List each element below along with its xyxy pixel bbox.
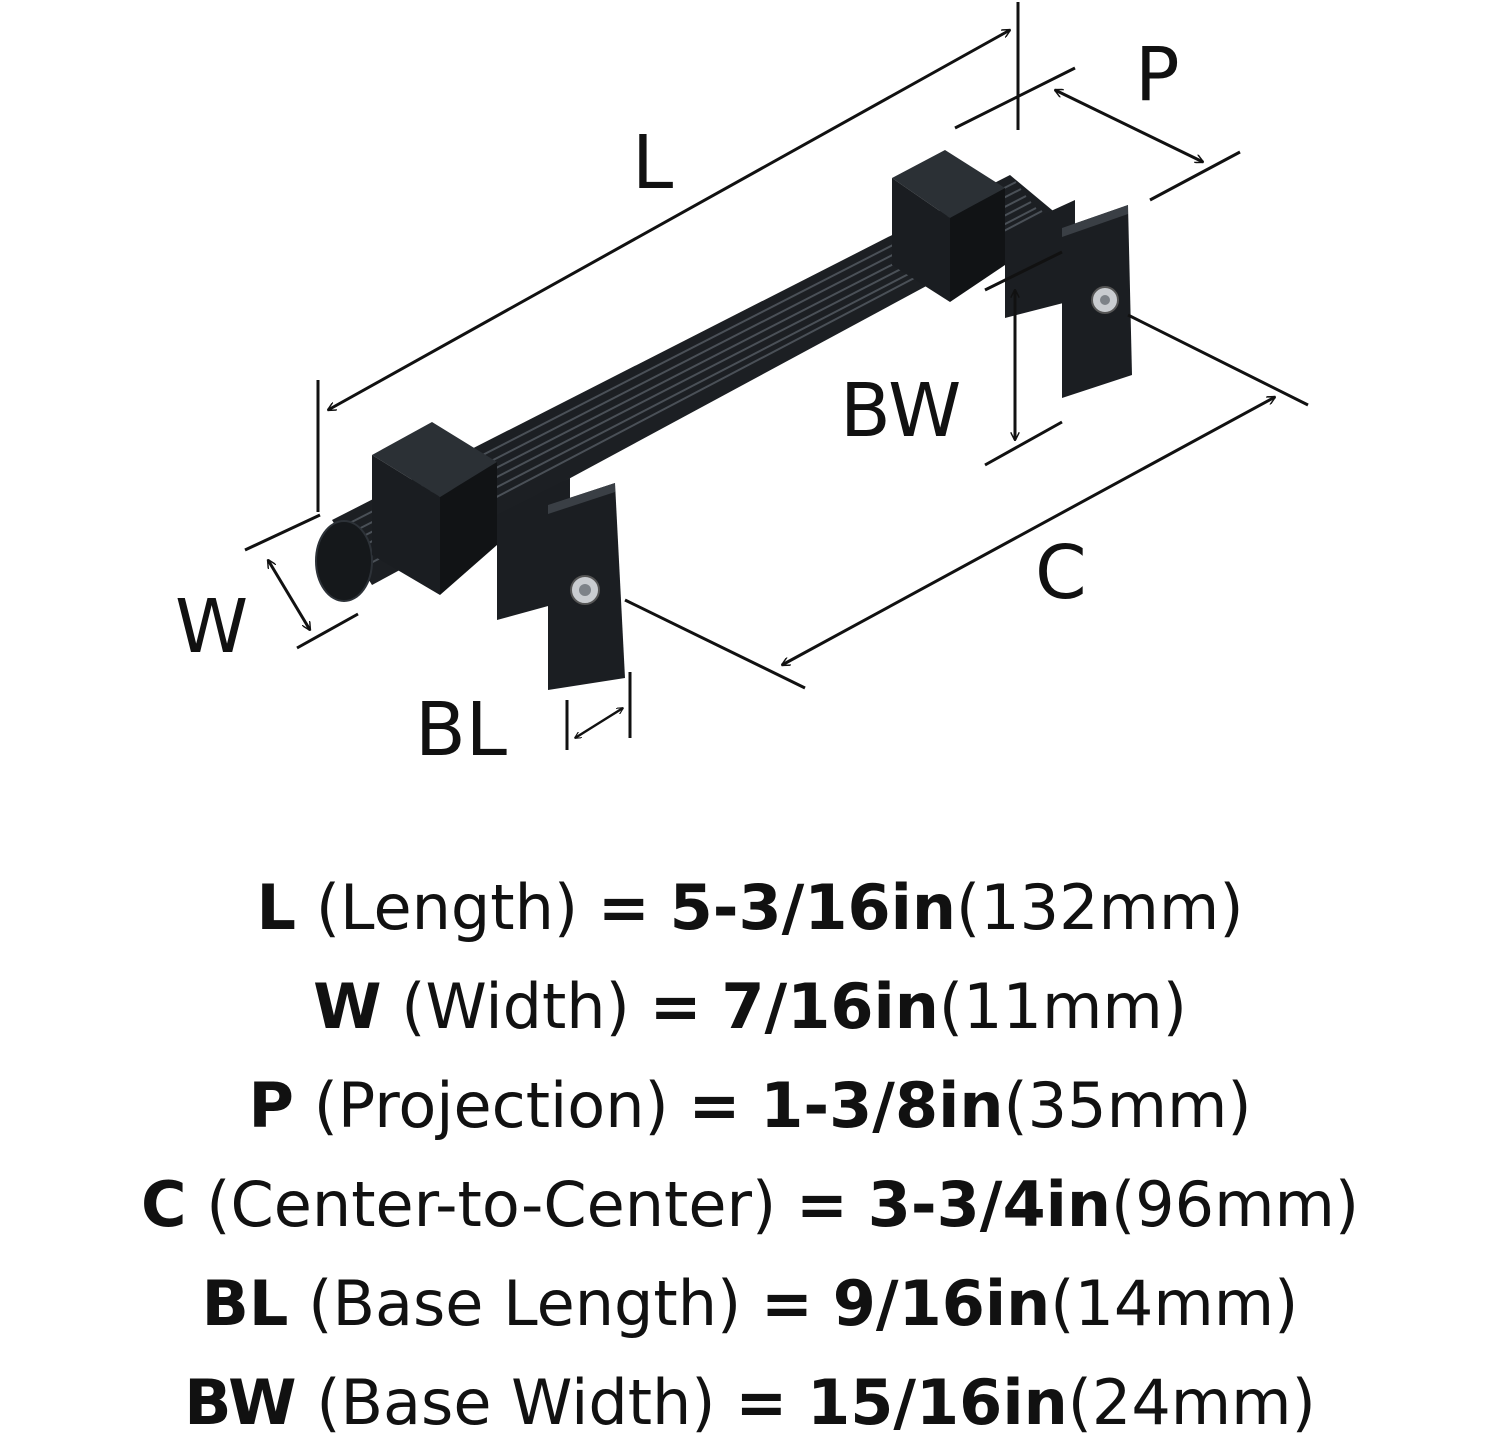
p-dimension-arrow	[1055, 88, 1203, 164]
spec-equals: =	[597, 871, 650, 944]
bw-extension-bottom	[984, 420, 1063, 467]
spec-metric: (14mm)	[1050, 1267, 1299, 1340]
spec-row-base-length: BL (Base Length) = 9/16in (14mm)	[0, 1254, 1500, 1353]
spec-code: BW	[184, 1366, 297, 1439]
spec-imperial: 3-3/4in	[867, 1168, 1111, 1241]
spec-metric: (11mm)	[938, 970, 1187, 1043]
w-dimension-arrow	[268, 560, 310, 630]
spec-imperial: 5-3/16in	[669, 871, 956, 944]
l-dimension-arrow	[328, 28, 1010, 412]
spec-row-base-width: BW (Base Width) = 15/16in (24mm)	[0, 1353, 1500, 1452]
spec-metric: (35mm)	[1003, 1069, 1252, 1142]
spec-code: C	[140, 1168, 187, 1241]
spec-equals: =	[735, 1366, 788, 1439]
spec-equals: =	[649, 970, 702, 1043]
label-l: L	[632, 120, 673, 206]
spec-name: (Projection)	[313, 1069, 669, 1142]
spec-row-length: L (Length) = 5-3/16in (132mm)	[0, 858, 1500, 957]
p-extension-bottom	[1149, 150, 1241, 202]
spec-metric: (132mm)	[956, 871, 1244, 944]
spec-name: (Center-to-Center)	[206, 1168, 777, 1241]
c-extension-right	[1127, 313, 1309, 407]
spec-code: L	[256, 871, 296, 944]
spec-row-width: W (Width) = 7/16in (11mm)	[0, 957, 1500, 1056]
w-extension-top	[244, 513, 321, 552]
bar-end-cap	[315, 520, 373, 602]
bl-dimension-arrow	[575, 706, 623, 740]
label-bw: BW	[840, 368, 961, 454]
spec-imperial: 15/16in	[807, 1366, 1068, 1439]
spec-name: (Length)	[315, 871, 579, 944]
spec-metric: (24mm)	[1067, 1366, 1316, 1439]
dimension-lines	[244, 2, 1309, 750]
label-c: C	[1035, 530, 1087, 616]
spec-name: (Width)	[401, 970, 630, 1043]
spec-code: W	[313, 970, 382, 1043]
spec-imperial: 7/16in	[721, 970, 939, 1043]
label-p: P	[1135, 32, 1180, 118]
spec-name: (Base Width)	[316, 1366, 716, 1439]
bw-extension-top	[984, 250, 1063, 292]
label-w: W	[175, 584, 248, 670]
spec-name: (Base Length)	[308, 1267, 742, 1340]
spec-row-projection: P (Projection) = 1-3/8in (35mm)	[0, 1056, 1500, 1155]
p-extension-top	[954, 66, 1076, 130]
spec-metric: (96mm)	[1110, 1168, 1360, 1241]
spec-code: BL	[201, 1267, 289, 1340]
spec-row-center-to-center: C (Center-to-Center) = 3-3/4in (96mm)	[0, 1155, 1500, 1254]
spec-imperial: 1-3/8in	[760, 1069, 1004, 1142]
dimension-specs-list: L (Length) = 5-3/16in (132mm) W (Width) …	[0, 858, 1500, 1452]
spec-code: P	[248, 1069, 294, 1142]
spec-imperial: 9/16in	[832, 1267, 1051, 1340]
c-dimension-arrow	[782, 395, 1275, 667]
spec-equals: =	[796, 1168, 848, 1241]
c-extension-left	[624, 598, 806, 690]
spec-equals: =	[688, 1069, 741, 1142]
cabinet-pull-illustration	[315, 150, 1132, 690]
label-bl: BL	[415, 687, 507, 773]
spec-equals: =	[761, 1267, 813, 1340]
dimension-diagram: L P BW C W BL	[175, 2, 1309, 773]
left-post	[372, 422, 625, 690]
w-extension-bottom	[296, 612, 359, 650]
